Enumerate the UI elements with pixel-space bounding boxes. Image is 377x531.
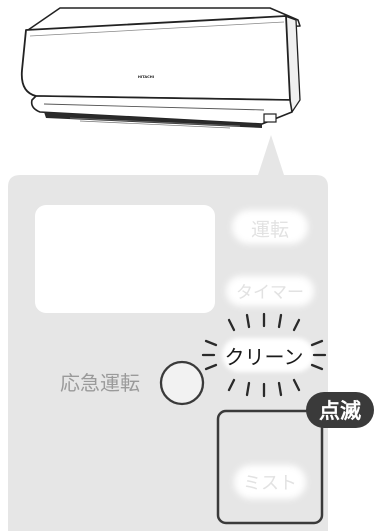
- clean-label: クリーン: [225, 345, 304, 369]
- timer-label: タイマー: [236, 283, 304, 303]
- ac-display-window: [263, 113, 277, 123]
- ac-vent-lines: [69, 117, 241, 129]
- blink-badge-label: 点滅: [319, 399, 361, 423]
- ac-lower-panel: [30, 95, 293, 125]
- mist-lamp: ミスト: [234, 465, 306, 499]
- ac-front-face: [20, 15, 291, 101]
- operation-label: 運転: [251, 219, 289, 241]
- air-conditioner-unit: HITACHI: [20, 7, 301, 129]
- blink-badge: 点滅: [306, 392, 374, 428]
- emergency-operation-label: 応急運転: [60, 371, 140, 395]
- mist-label: ミスト: [243, 473, 297, 494]
- operation-lamp: 運転: [232, 210, 308, 244]
- blink-rays: [201, 312, 327, 398]
- ac-upper-contour: [29, 21, 285, 37]
- ac-louver-line: [43, 103, 265, 111]
- display-window: [35, 205, 215, 313]
- ac-bottom-shadow: [44, 112, 262, 128]
- ac-brand-logo: HITACHI: [138, 75, 154, 79]
- clean-lamp: クリーン: [201, 312, 327, 398]
- timer-lamp: タイマー: [226, 276, 314, 306]
- emergency-operation-button[interactable]: [159, 360, 205, 406]
